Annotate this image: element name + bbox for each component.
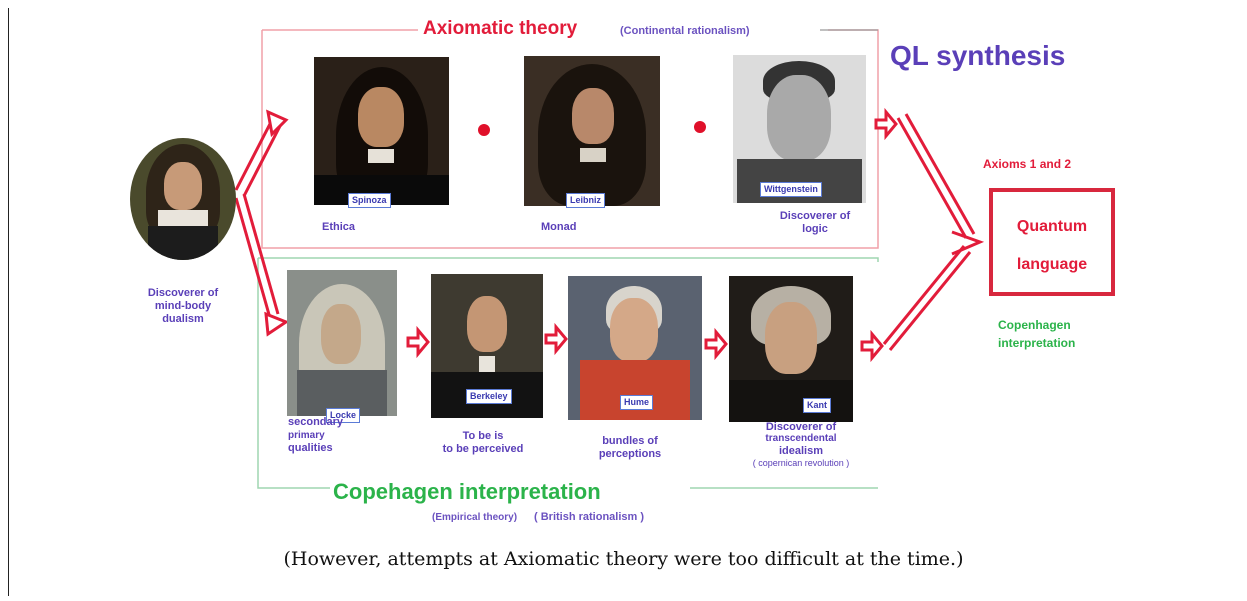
figure-caption: (However, attempts at Axiomatic theory w…	[0, 548, 1247, 570]
wittgenstein-nametag: Wittgenstein	[760, 182, 822, 197]
ql-box-line2: language	[993, 256, 1111, 274]
hume-nametag: Hume	[620, 395, 653, 410]
converging-arrows	[884, 114, 974, 350]
hume-caption: bundles of perceptions	[580, 435, 680, 461]
arrow-wittgenstein-out	[876, 112, 896, 136]
wittgenstein-portrait	[733, 55, 866, 203]
axiomatic-title: Axiomatic theory	[423, 18, 577, 40]
axioms-label: Axioms 1 and 2	[983, 157, 1071, 171]
leibniz-caption: Monad	[541, 221, 601, 234]
copenhagen-title: Copehagen interpretation	[333, 479, 601, 505]
berkeley-caption: To be is to be perceived	[420, 430, 546, 456]
arrow-locke-berkeley	[408, 330, 428, 354]
kant-portrait	[729, 276, 853, 422]
spinoza-caption: Ethica	[322, 221, 382, 234]
arrowhead-spinoza	[268, 112, 286, 134]
arrow-hume-kant	[706, 332, 726, 356]
ql-copenhagen-line1: Copenhagen	[998, 318, 1071, 332]
berkeley-nametag: Berkeley	[466, 389, 512, 404]
british-subtitle: ( British rationalism )	[534, 511, 644, 523]
spinoza-portrait	[314, 57, 449, 205]
kant-nametag: Kant	[803, 398, 831, 413]
descartes-caption: Discoverer of mind-body dualism	[126, 287, 240, 326]
ql-box-line1: Quantum	[993, 218, 1111, 236]
leibniz-portrait	[524, 56, 660, 206]
separator-dot-2	[694, 121, 706, 133]
leibniz-nametag: Leibniz	[566, 193, 605, 208]
wittgenstein-caption: Discoverer of logic	[760, 210, 870, 236]
spinoza-nametag: Spinoza	[348, 193, 391, 208]
axiomatic-subtitle: (Continental rationalism)	[620, 25, 750, 37]
ql-synthesis-title: QL synthesis	[890, 40, 1065, 72]
empirical-subtitle: (Empirical theory)	[432, 512, 517, 523]
separator-dot-1	[478, 124, 490, 136]
locke-portrait	[287, 270, 397, 416]
arrow-kant-out	[862, 334, 882, 358]
arrow-berkeley-hume	[546, 327, 566, 351]
quantum-language-box: Quantum language	[989, 188, 1115, 296]
locke-caption: secondary primary qualities	[288, 416, 368, 455]
ql-copenhagen-line2: interpretation	[998, 336, 1075, 350]
descartes-portrait	[130, 138, 236, 260]
arrowhead-locke	[266, 314, 286, 334]
kant-caption: Discoverer of transcendental idealism ( …	[736, 421, 866, 469]
